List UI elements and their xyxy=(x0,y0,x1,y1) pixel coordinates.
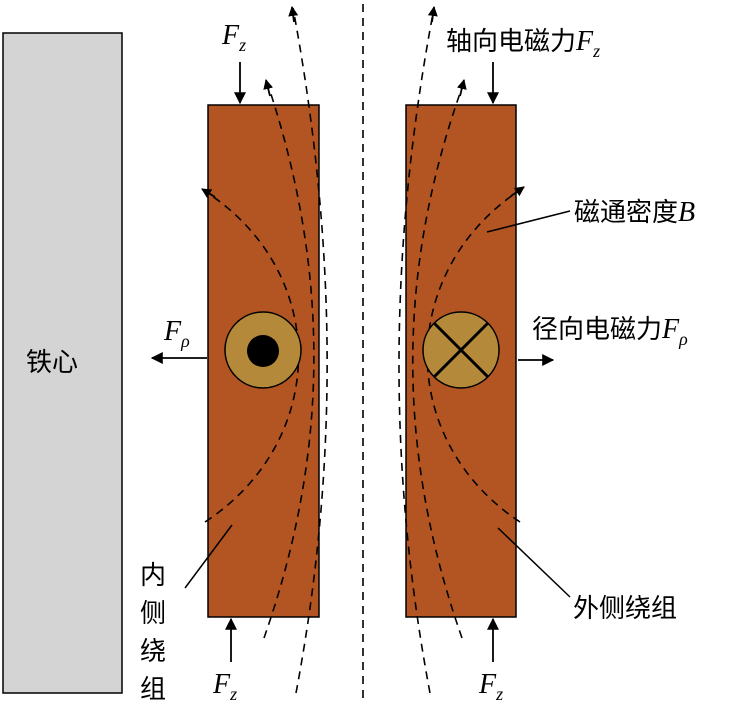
svg-text:绕: 绕 xyxy=(140,637,166,667)
field-arrow-left-2 xyxy=(263,79,274,97)
radial-force-label-outer: 径向电磁力Fρ xyxy=(532,314,688,349)
leader-flux-density xyxy=(486,210,571,233)
axial-force-label-inner-top: Fz xyxy=(221,20,246,55)
field-line-left-1 xyxy=(292,7,328,694)
field-line-left-2 xyxy=(263,81,315,639)
svg-text:内: 内 xyxy=(140,561,166,591)
leader-outer-winding xyxy=(497,527,571,598)
field-arrow-left-3 xyxy=(201,188,216,198)
iron-core xyxy=(2,32,123,694)
iron-core-label: 铁心 xyxy=(26,348,78,378)
svg-text:组: 组 xyxy=(140,675,166,705)
field-arrow-right-3 xyxy=(510,186,525,197)
svg-text:侧: 侧 xyxy=(140,599,166,629)
cross-in-circle-icon xyxy=(422,311,500,389)
axial-force-label-outer-bottom: Fz xyxy=(478,669,503,704)
axial-force-label-outer-top: 轴向电磁力Fz xyxy=(446,26,600,61)
dot-in-circle-icon xyxy=(224,311,302,389)
radial-force-label-inner: Fρ xyxy=(163,316,190,351)
field-line-right-2 xyxy=(412,81,465,639)
outer-winding-label: 外侧绕组 xyxy=(573,594,677,624)
field-arrow-right-2 xyxy=(456,79,467,97)
leader-inner-winding xyxy=(184,524,233,589)
field-arrow-right-1 xyxy=(427,6,438,23)
axial-force-label-inner-bottom: Fz xyxy=(212,669,237,704)
field-line-right-1 xyxy=(398,7,435,694)
field-arrow-left-1 xyxy=(288,6,299,23)
inner-winding-label: 内 侧 绕 组 xyxy=(140,561,166,705)
flux-density-label: 磁通密度B xyxy=(574,197,695,228)
